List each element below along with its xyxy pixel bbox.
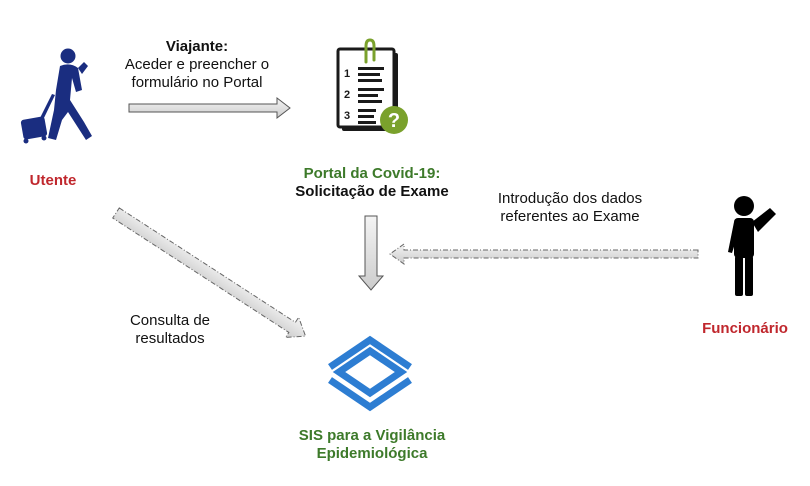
- form-checklist-icon: 1 2 3 ?: [336, 38, 408, 134]
- portal-title: Portal da Covid-19:: [303, 165, 441, 182]
- help-badge: ?: [388, 110, 400, 132]
- flow-label-consulta: Consulta de resultados: [110, 312, 230, 348]
- portal-subtitle: Solicitação de Exame: [295, 183, 449, 200]
- consulta-line2: resultados: [135, 330, 205, 347]
- list-number-3: 3: [344, 110, 350, 122]
- arrow-utente-to-portal: [128, 96, 291, 120]
- viajante-line2: formulário no Portal: [131, 74, 263, 91]
- worker-icon: [728, 196, 776, 296]
- list-number-1: 1: [344, 68, 350, 80]
- sis-line2: Epidemiológica: [316, 445, 428, 462]
- list-number-2: 2: [344, 89, 350, 101]
- actor-label-funcionario: Funcionário: [702, 320, 788, 337]
- arrow-portal-to-sis: [357, 215, 385, 291]
- traveler-icon: [20, 48, 92, 144]
- consulta-line1: Consulta de: [129, 312, 211, 329]
- viajante-title: Viajante:: [165, 38, 229, 55]
- introducao-line2: referentes ao Exame: [500, 208, 640, 225]
- paperclip-icon: [364, 38, 376, 64]
- flow-label-introducao: Introdução dos dados referentes ao Exame: [480, 190, 660, 226]
- viajante-line1: Aceder e preencher o: [124, 56, 270, 73]
- portal-label: Portal da Covid-19: Solicitação de Exame: [262, 165, 482, 201]
- actor-label-utente: Utente: [29, 172, 77, 189]
- introducao-line1: Introdução dos dados: [497, 190, 643, 207]
- arrow-consulta-resultados: [112, 207, 307, 339]
- flow-label-viajante: Viajante: Aceder e preencher o formulári…: [112, 38, 282, 92]
- sis-layers-icon: [328, 335, 412, 412]
- sis-line1: SIS para a Vigilância: [298, 427, 446, 444]
- help-badge-icon: [380, 106, 408, 134]
- arrow-funcionario-to-flow: [389, 243, 699, 265]
- sis-label: SIS para a Vigilância Epidemiológica: [262, 427, 482, 463]
